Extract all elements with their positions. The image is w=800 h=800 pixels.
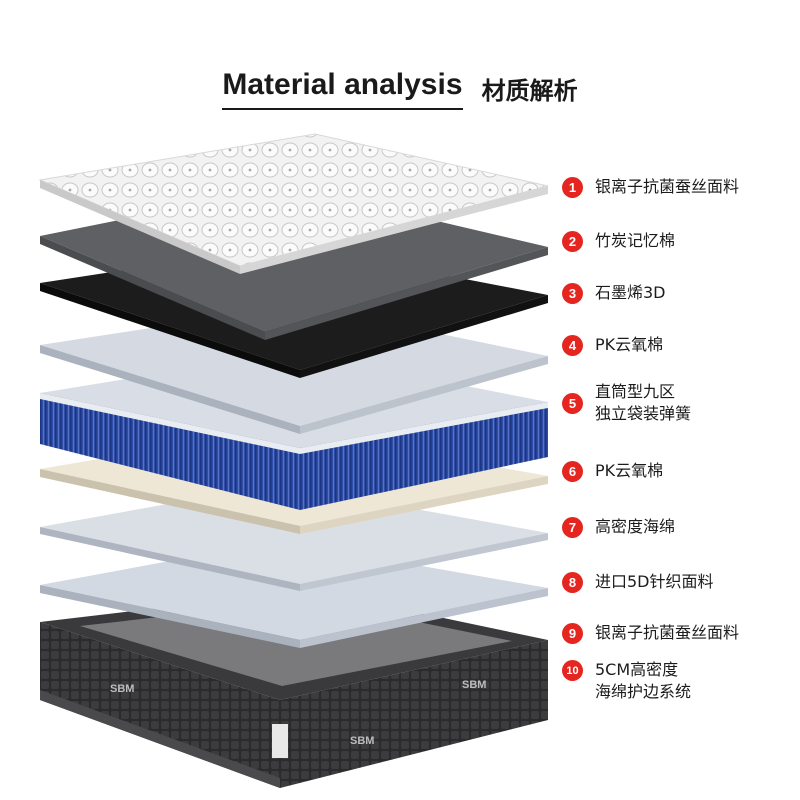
layer-label-text: 高密度海绵	[595, 517, 676, 536]
brand-mark-1: SBM	[110, 683, 134, 695]
layer-label-6: 6 PK云氧棉	[562, 460, 663, 482]
layer-1-quilted-top	[38, 133, 549, 274]
layer-label-text: PK云氧棉	[595, 335, 664, 354]
base-tag	[272, 724, 288, 758]
spring-front-side	[40, 393, 300, 510]
layer-label-text: 进口5D针织面料	[595, 572, 714, 591]
layer-label-text: 银离子抗菌蚕丝面料	[595, 623, 740, 642]
layer-label-text: 银离子抗菌蚕丝面料	[595, 177, 740, 196]
brand-mark-3: SBM	[462, 679, 486, 691]
layer-number-badge: 4	[562, 335, 583, 356]
title-english: Material analysis	[222, 68, 463, 110]
layer-label-text: 5CM高密度海绵护边系统	[595, 660, 692, 701]
layer-label-10: 10 5CM高密度海绵护边系统	[562, 659, 691, 703]
layer-number-badge: 8	[562, 572, 583, 593]
spring-right-side	[300, 402, 548, 510]
layer-label-text: PK云氧棉	[595, 461, 664, 480]
layer-7-sponge	[40, 484, 548, 591]
layer-label-text: 石墨烯3D	[595, 283, 666, 302]
layer-number-badge: 1	[562, 177, 583, 198]
layer-label-text: 直筒型九区独立袋装弹簧	[595, 382, 692, 423]
layer-label-2: 2 竹炭记忆棉	[562, 230, 675, 252]
layer-label-1: 1 银离子抗菌蚕丝面料	[562, 176, 739, 198]
layer-label-9: 9 银离子抗菌蚕丝面料	[562, 622, 739, 644]
layer-label-5: 5 直筒型九区独立袋装弹簧	[562, 381, 691, 425]
layer-label-8: 8 进口5D针织面料	[562, 571, 714, 593]
layer-number-badge: 10	[562, 660, 583, 681]
layer-number-badge: 2	[562, 231, 583, 252]
layer-label-text: 竹炭记忆棉	[595, 231, 676, 250]
layer-number-badge: 3	[562, 283, 583, 304]
layer-label-7: 7 高密度海绵	[562, 516, 675, 538]
layer-label-3: 3 石墨烯3D	[562, 282, 666, 304]
page-title: Material analysis 材质解析	[0, 68, 800, 110]
layer-number-badge: 6	[562, 461, 583, 482]
base-front-side	[40, 622, 280, 788]
layer-number-badge: 5	[562, 393, 583, 414]
layer-number-badge: 7	[562, 517, 583, 538]
layer-8-knit-fabric	[40, 541, 548, 648]
brand-mark-2: SBM	[350, 735, 374, 747]
base-right-side	[280, 640, 548, 788]
layer-number-badge: 9	[562, 623, 583, 644]
layer-label-4: 4 PK云氧棉	[562, 334, 663, 356]
title-chinese: 材质解析	[481, 77, 578, 105]
